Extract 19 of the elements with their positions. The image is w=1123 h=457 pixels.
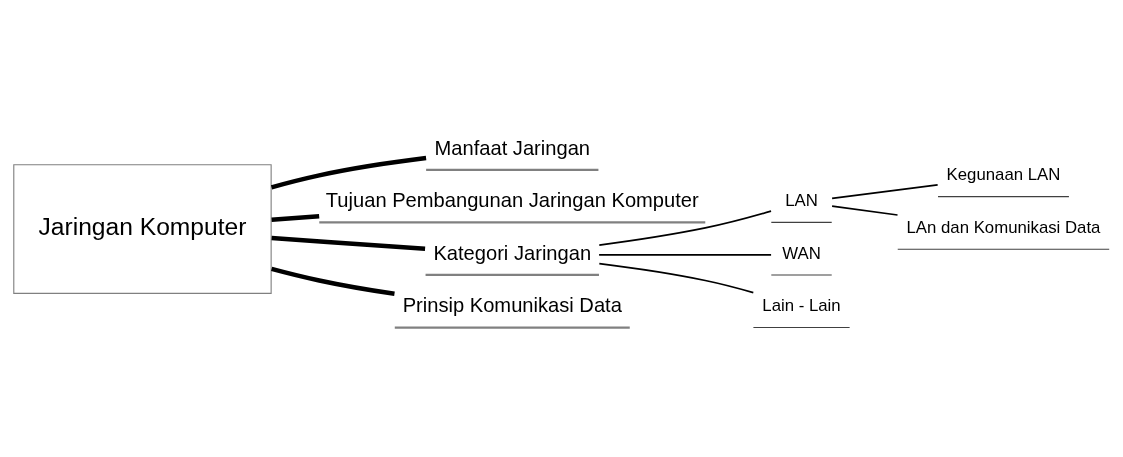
connector [831, 183, 939, 200]
node-box: Jaringan Komputer [13, 164, 272, 294]
connector [598, 262, 755, 294]
node-text: Kategori Jaringan [433, 241, 592, 264]
connector [271, 266, 395, 297]
connector [598, 253, 772, 256]
node-text: Tujuan Pembangunan Jaringan Komputer [325, 189, 699, 212]
node-text: Kegunaan LAN [946, 165, 1061, 185]
connector [598, 210, 772, 246]
node-text: Lain - Lain [762, 296, 841, 316]
connector [271, 214, 320, 222]
connector [270, 155, 427, 190]
node-text: Prinsip Komunikasi Data [402, 294, 622, 317]
node-text: Manfaat Jaringan [434, 136, 591, 159]
connector [831, 205, 899, 216]
connector [271, 235, 426, 251]
node-text: LAN [785, 191, 818, 211]
node-text: WAN [782, 243, 821, 263]
node-text: LAn dan Komunikasi Data [906, 217, 1101, 237]
